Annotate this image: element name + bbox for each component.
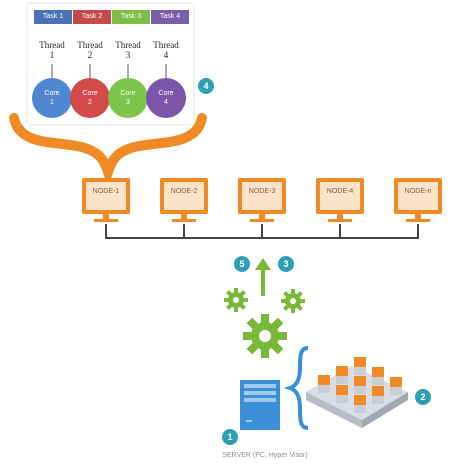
node-1: NODE-1 (82, 178, 130, 222)
node-n: NODE-n (394, 178, 442, 222)
badge-3: 3 (278, 256, 294, 272)
badge-5: 5 (234, 256, 250, 272)
up-arrow-icon (255, 258, 271, 296)
server-cluster-icon (306, 357, 408, 428)
task-bar-2: Task 2 (73, 10, 111, 24)
badge-1: 1 (222, 429, 238, 445)
badge-2: 2 (415, 389, 431, 405)
server-tower-icon (240, 380, 280, 430)
task-bar-1: Task 1 (34, 10, 72, 24)
task-bar-3: Task 3 (112, 10, 150, 24)
node-3: NODE-3 (238, 178, 286, 222)
blue-brace-icon (283, 346, 309, 430)
gear-icon-small-left (224, 288, 248, 312)
server-label: SERVER (PC, Hyper Visor) (222, 452, 308, 459)
gear-icon-large (243, 314, 287, 358)
gear-icon-small-right (281, 289, 305, 313)
node-4: NODE-4 (316, 178, 364, 222)
badge-4: 4 (198, 78, 214, 94)
task-bar-4: Task 4 (151, 10, 189, 24)
node-2: NODE-2 (160, 178, 208, 222)
